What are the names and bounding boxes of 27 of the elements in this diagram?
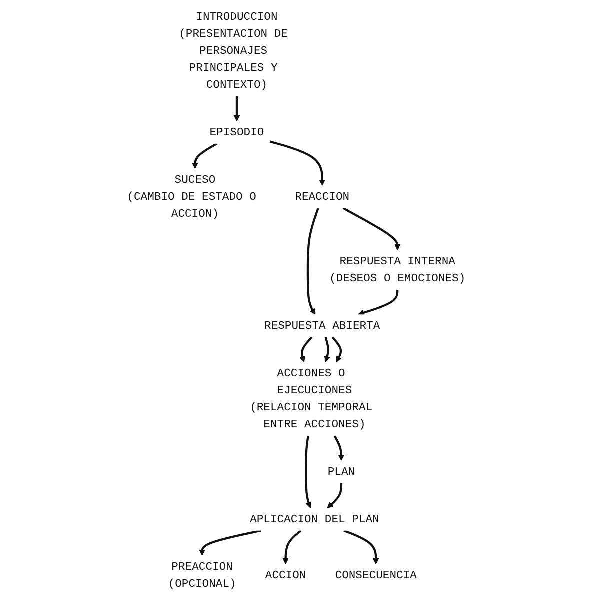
arrow	[234, 96, 240, 122]
arrow	[344, 530, 380, 564]
node-text: CONSECUENCIA	[335, 569, 417, 582]
arrow	[332, 336, 342, 362]
arrow	[300, 336, 313, 362]
node-text: APLICACION DEL PLAN	[250, 513, 380, 526]
arrow	[199, 530, 262, 556]
arrow	[342, 207, 401, 250]
arrow	[358, 290, 399, 316]
arrow	[306, 208, 320, 315]
arrow	[305, 436, 312, 508]
node-text: RESPUESTA ABIERTA	[264, 320, 380, 332]
arrow	[270, 140, 326, 186]
arrow	[334, 435, 345, 461]
node-text: SUCESO (CAMBIO DE ESTADO O ACCION)	[127, 174, 256, 220]
node-text: REACCION	[295, 190, 350, 204]
arrow	[324, 337, 330, 362]
node-text: PLAN	[328, 466, 356, 478]
arrow	[192, 142, 218, 169]
node-text: PREACCION (OPCIONAL)	[168, 560, 236, 590]
node-text: INTRODUCCION (PRESENTACION DE PERSONAJES PRINCIPALES Y CONTEXTO)	[179, 10, 288, 92]
arrow	[282, 530, 302, 564]
arrow	[327, 483, 343, 508]
node-text: ACCIONES O EJECUCIONES (RELACION TEMPORAL ENTRE ACCIONES)	[250, 367, 373, 431]
node-text: RESPUESTA INTERNA (DESEOS O EMOCIONES)	[330, 255, 466, 285]
node-text: ACCION	[265, 569, 306, 582]
node-text: EPISODIO	[210, 126, 264, 139]
